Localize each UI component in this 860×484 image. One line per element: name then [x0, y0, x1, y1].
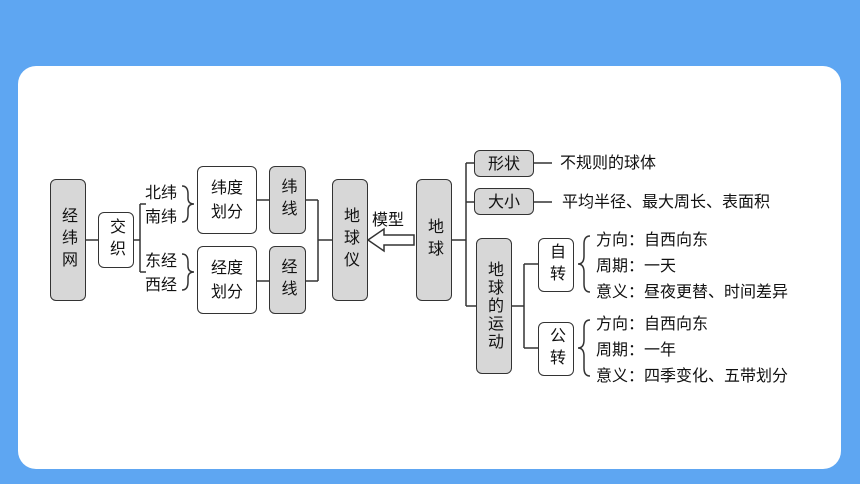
model-label: 模型 — [372, 210, 405, 229]
size-box: 大小 — [474, 188, 534, 215]
rotation-direction-text: 方向：自西向东 — [596, 230, 709, 249]
shape-label: 形状 — [487, 153, 520, 173]
north-south-latitude-text: 北纬 南纬 — [145, 183, 178, 226]
longitude-line-box: 经线 — [269, 246, 306, 314]
brace — [181, 185, 195, 223]
arrow-left-icon — [366, 227, 415, 253]
jingwei-net-label: 经纬网 — [59, 207, 78, 273]
brace — [577, 235, 591, 293]
jingwei-net-box: 经纬网 — [50, 179, 86, 301]
revolution-meaning-text: 意义：四季变化、五带划分 — [596, 366, 789, 385]
jiaozhi-box: 交织 — [98, 212, 134, 268]
rotation-period-text: 周期：一天 — [596, 256, 677, 275]
globe-label: 地球仪 — [341, 207, 360, 273]
earth-label: 地球 — [425, 218, 444, 262]
latitude-line-box: 纬线 — [269, 166, 306, 234]
shape-description: 不规则的球体 — [560, 153, 657, 172]
east-west-longitude-text: 东经 西经 — [145, 251, 178, 294]
latitude-division-box: 纬度 划分 — [197, 166, 257, 234]
revolution-box: 公转 — [538, 322, 574, 376]
globe-box: 地球仪 — [332, 179, 368, 301]
longitude-division-label: 经度 划分 — [210, 258, 243, 301]
rotation-box: 自转 — [538, 238, 574, 292]
revolution-label: 公转 — [547, 327, 566, 371]
revolution-direction-text: 方向：自西向东 — [596, 314, 709, 333]
latitude-division-label: 纬度 划分 — [210, 178, 243, 221]
rotation-label: 自转 — [547, 243, 566, 287]
earth-motion-box: 地球的运动 — [476, 238, 512, 374]
shape-box: 形状 — [474, 150, 534, 177]
size-description: 平均半径、最大周长、表面积 — [562, 192, 771, 211]
brace — [577, 319, 591, 377]
jiaozhi-label: 交织 — [107, 218, 126, 262]
earth-box: 地球 — [416, 179, 452, 301]
revolution-period-text: 周期：一年 — [596, 340, 677, 359]
size-label: 大小 — [487, 191, 520, 211]
earth-motion-label: 地球的运动 — [485, 261, 504, 351]
brace — [181, 253, 195, 291]
latitude-line-label: 纬线 — [278, 178, 298, 222]
longitude-division-box: 经度 划分 — [197, 246, 257, 314]
longitude-line-label: 经线 — [278, 258, 298, 302]
rotation-meaning-text: 意义：昼夜更替、时间差异 — [596, 282, 789, 301]
